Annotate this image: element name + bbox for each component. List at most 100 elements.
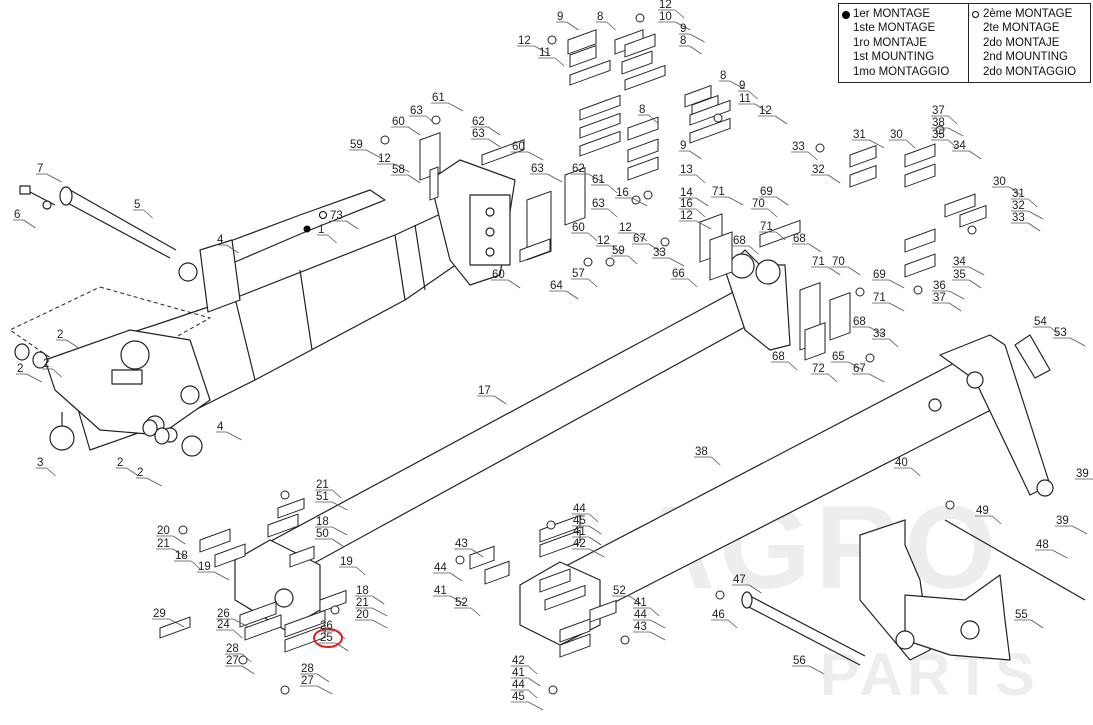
callout-leader <box>827 373 838 383</box>
callout-leader <box>26 373 42 383</box>
callout-12g: 12 <box>680 210 693 222</box>
bolt-part <box>643 190 653 200</box>
plate-part <box>569 44 597 68</box>
callout-39a: 39 <box>1076 468 1089 480</box>
callout-leader <box>689 150 702 160</box>
callout-67b: 67 <box>853 363 866 375</box>
plate-part <box>579 94 621 121</box>
callout-leader <box>675 21 691 31</box>
callout-leader <box>627 255 638 265</box>
callout-32a: 32 <box>812 164 825 176</box>
callout-21c: 21 <box>356 597 369 609</box>
callout-leader <box>947 115 958 125</box>
bolt-part <box>548 685 558 695</box>
callout-30a: 30 <box>890 129 903 141</box>
callout-11a: 11 <box>539 47 551 59</box>
callout-leader <box>710 456 721 466</box>
callout-leader <box>889 279 905 289</box>
plate-part <box>627 116 659 141</box>
bolt-part <box>945 500 955 510</box>
callout-71b: 71 <box>760 221 773 233</box>
callout-leader <box>607 184 618 194</box>
bolt-part <box>913 285 923 295</box>
plate-part <box>569 59 611 86</box>
plate-part <box>804 322 826 361</box>
pad-53 <box>1014 334 1051 379</box>
callout-55: 55 <box>1015 609 1028 621</box>
callout-leader <box>534 45 550 55</box>
callout-leader <box>1070 337 1086 347</box>
callout-34a: 34 <box>953 140 966 152</box>
bolt-part <box>280 685 290 695</box>
bolt-part <box>431 115 441 125</box>
callout-leader <box>728 196 744 206</box>
callout-25: 25 <box>320 632 333 644</box>
plate-part <box>284 609 326 638</box>
callout-71a: 71 <box>712 186 725 198</box>
plate-part <box>944 193 976 218</box>
callout-9d: 9 <box>680 140 686 152</box>
callout-leader <box>588 536 602 546</box>
callout-leader <box>889 302 905 312</box>
callout-46: 46 <box>712 609 725 621</box>
callout-41d: 41 <box>512 667 525 679</box>
plate-part <box>559 618 591 643</box>
bolt-part <box>547 35 557 45</box>
callout-16a: 16 <box>616 187 629 199</box>
callout-leader <box>774 115 788 125</box>
callout-leader <box>425 115 436 125</box>
plate-part <box>624 33 656 58</box>
callout-leader <box>566 21 579 31</box>
callout-leader <box>241 653 252 663</box>
callout-44d: 44 <box>512 679 525 691</box>
callout-68d: 68 <box>772 351 785 363</box>
plate-part <box>267 513 299 538</box>
callout-1: 1 <box>318 224 324 236</box>
callout-leader <box>949 290 965 300</box>
callout-31b: 31 <box>1012 188 1025 200</box>
boom-end-lugs <box>724 249 791 351</box>
callout-42b: 42 <box>512 655 525 667</box>
callout-8b: 8 <box>680 35 686 47</box>
callout-leader <box>748 245 759 255</box>
callout-8c: 8 <box>720 70 726 82</box>
callout-31a: 31 <box>853 129 866 141</box>
callout-59b: 59 <box>612 245 625 257</box>
callout-leader <box>527 677 541 687</box>
callout-10: 10 <box>659 11 672 23</box>
callout-leader <box>507 279 521 289</box>
plate-part <box>579 112 621 139</box>
callout-43b: 43 <box>634 621 647 633</box>
callout-leader <box>487 126 501 136</box>
legend-second-fr: 2ème MONTAGE <box>983 8 1073 20</box>
callout-19b: 19 <box>340 556 353 568</box>
callout-4b: 4 <box>217 421 224 433</box>
callout-leader <box>689 45 702 55</box>
bolt-part <box>380 135 390 145</box>
callout-34b: 34 <box>953 256 966 268</box>
callout-leader <box>695 174 706 184</box>
callout-leader <box>827 266 841 276</box>
callout-leader <box>1027 198 1038 208</box>
plate-part <box>539 529 581 558</box>
bolt-part <box>865 353 875 363</box>
legend-first-fr: 1er MONTAGE <box>853 8 931 20</box>
callout-6: 6 <box>14 209 20 221</box>
callout-leader <box>589 548 605 558</box>
callout-leader <box>587 278 598 288</box>
callout-leader <box>669 257 685 267</box>
callout-50: 50 <box>316 528 329 540</box>
callout-44a: 44 <box>573 503 586 515</box>
callout-60a: 60 <box>392 116 405 128</box>
plate-part <box>239 601 277 628</box>
callout-39b: 39 <box>1056 515 1069 527</box>
callout-leader <box>66 339 79 349</box>
callout-leader <box>547 173 563 183</box>
callout-71d: 71 <box>873 292 886 304</box>
callout-leader <box>632 197 648 207</box>
callout-leader <box>787 361 798 371</box>
callout-leader <box>650 631 666 641</box>
plate-part <box>904 163 936 188</box>
bolt-part <box>455 555 465 565</box>
